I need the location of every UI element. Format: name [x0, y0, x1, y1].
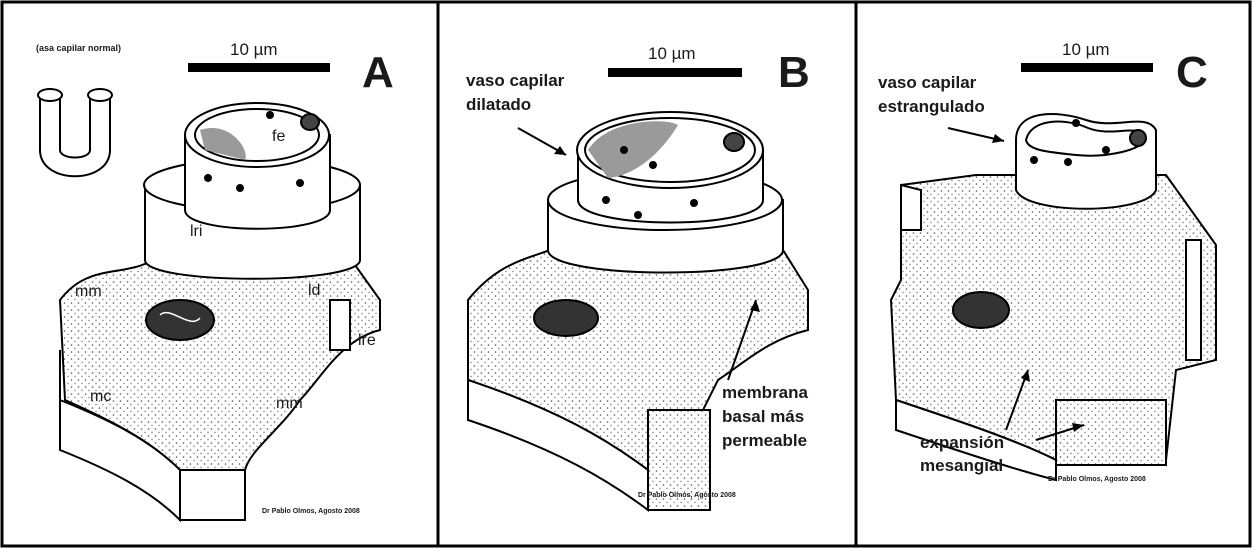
panel-c-expansion-line1: expansión [920, 432, 1004, 454]
panel-b: 10 µm B vaso capilar dilatado membrana b… [438, 0, 856, 548]
inset-capillary-loop [38, 89, 112, 176]
label-ld: ld [308, 282, 320, 300]
panel-b-membrane-line2: basal más [722, 406, 804, 428]
panel-c-title-line1: vaso capilar [878, 72, 976, 94]
panel-a-note: (asa capilar normal) [36, 43, 121, 53]
capillary-rings [548, 112, 783, 273]
scale-bar [608, 68, 742, 77]
label-lre: lre [358, 332, 376, 350]
panel-c-title-line2: estrangulado [878, 96, 985, 118]
panel-c-credit: Dr Pablo Olmos, Agosto 2008 [1048, 476, 1146, 483]
panel-b-membrane-line3: permeable [722, 430, 807, 452]
label-fe: fe [272, 128, 285, 146]
panel-c-expansion-line2: mesangial [920, 455, 1003, 477]
panel-b-membrane-line1: membrana [722, 382, 808, 404]
panel-a-letter: A [362, 48, 394, 98]
label-mc: mc [90, 388, 111, 406]
mesangial-cell-nucleus [953, 292, 1009, 328]
panel-b-title-line1: vaso capilar [466, 70, 564, 92]
panel-c-letter: C [1176, 48, 1208, 98]
panel-b-title-line2: dilatado [466, 94, 531, 116]
label-mm-top: mm [75, 283, 102, 301]
panel-a: (asa capilar normal) 10 µm A fe lri ld l… [0, 0, 438, 548]
panel-b-credit: Dr Pablo Olmos, Agosto 2008 [638, 492, 736, 499]
scale-bar [188, 63, 330, 72]
mesangial-cell-nucleus [534, 300, 598, 336]
label-mm-bottom: mm [276, 395, 303, 413]
panel-b-letter: B [778, 48, 810, 98]
panel-a-scale-label: 10 µm [230, 40, 278, 60]
label-lri: lri [190, 223, 202, 241]
capillary-rings [144, 103, 360, 279]
panel-a-credit: Dr Pablo Olmos, Agosto 2008 [262, 508, 360, 515]
panel-c-scale-label: 10 µm [1062, 40, 1110, 60]
panel-b-scale-label: 10 µm [648, 44, 696, 64]
capillary-rings [1016, 114, 1156, 209]
mesangial-cell-nucleus [146, 300, 214, 340]
panel-c: 10 µm C vaso capilar estrangulado expans… [856, 0, 1252, 548]
scale-bar [1021, 63, 1153, 72]
